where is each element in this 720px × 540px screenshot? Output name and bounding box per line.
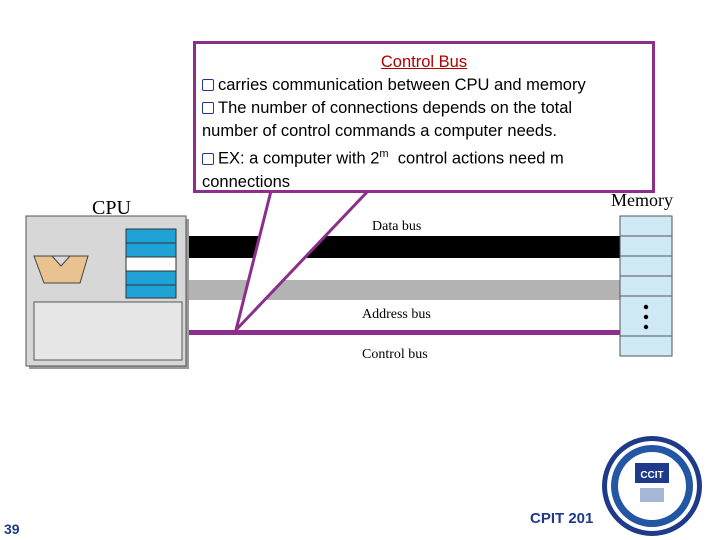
registers [125, 228, 177, 299]
control-bus-callout: Control Bus carries communication betwee… [193, 41, 655, 193]
checkbox-bullet-icon [202, 102, 214, 114]
memory-label: Memory [611, 190, 673, 210]
cpu-label: CPU [92, 197, 131, 219]
callout-bullet-2: The number of connections depends on the… [202, 97, 646, 120]
callout-line-1: carries communication between CPU and me… [218, 76, 586, 94]
ellipsis-dot [643, 314, 649, 320]
callout-title: Control Bus [380, 53, 468, 71]
callout-line-5: connections [202, 172, 291, 191]
checkbox-bullet-icon [202, 79, 214, 91]
checkbox-bullet-icon [202, 152, 214, 165]
callout-superscript: m [379, 148, 389, 160]
address-bus-label: Address bus [362, 307, 431, 322]
university-logo: CCIT [602, 436, 702, 536]
logo-text: CCIT [640, 470, 663, 481]
callout-bullet-1: carries communication between CPU and me… [202, 74, 646, 97]
callout-bullet-3: EX: a computer with 2m control actions n… [202, 143, 646, 171]
course-code: CPIT 201 [530, 510, 594, 527]
page-number: 39 [4, 521, 20, 537]
control-bus-label: Control bus [362, 347, 428, 362]
control-bus-line [185, 330, 620, 335]
data-bus-line [185, 236, 620, 258]
callout-line-4a: EX: a computer with 2 [218, 149, 380, 168]
callout-line-4b: control actions need m [388, 149, 564, 168]
memory-block [619, 215, 673, 357]
ellipsis-dot [643, 324, 649, 330]
callout-line-3: number of control commands a computer ne… [202, 122, 557, 140]
ellipsis-dot [643, 304, 649, 310]
callout-line-2: The number of connections depends on the… [218, 99, 573, 117]
address-bus-line [185, 280, 620, 300]
callout-pointer [233, 189, 372, 336]
data-bus-label: Data bus [372, 219, 421, 234]
cpu-box [25, 215, 189, 369]
